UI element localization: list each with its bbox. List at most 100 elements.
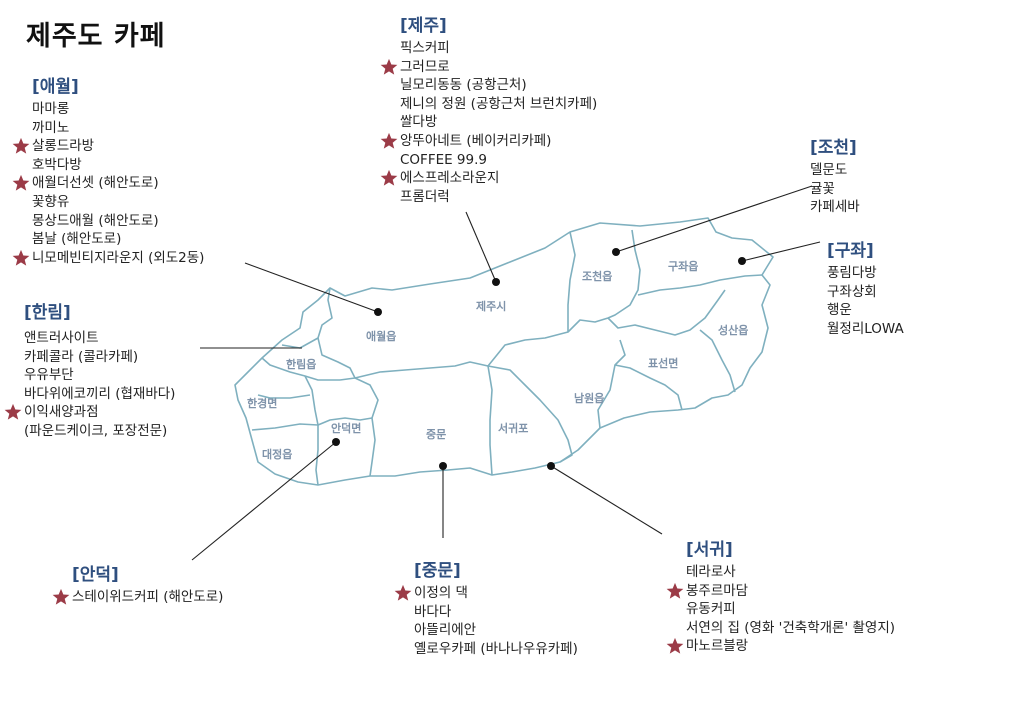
cafe-name: 쌀다방 [400, 114, 438, 131]
district-pyoseon: 표선면 [648, 356, 678, 370]
cafe-list-item: 에스프레소라운지 [380, 169, 597, 188]
region-title: [조천] [810, 138, 857, 158]
star-icon [666, 638, 684, 655]
cafe-list-item: 호박다방 [32, 156, 204, 175]
district-seongsan: 성산읍 [718, 323, 748, 337]
cafe-name: 이익새양과점 [24, 404, 99, 421]
region-title: [구좌] [827, 241, 874, 261]
cafe-list-item: 귤꽃 [810, 180, 860, 199]
district-seogwipo: 서귀포 [498, 421, 528, 435]
cafe-marker-jocheon [612, 248, 620, 256]
cafe-list-item: 유동커피 [686, 600, 895, 619]
leader-jeju [465, 211, 497, 283]
star-icon [4, 404, 22, 421]
cafe-list-item: 테라로사 [686, 563, 895, 582]
district-jocheon: 조천읍 [582, 269, 612, 283]
star-icon [12, 138, 30, 154]
cafe-list-item: 옐로우카페 (바나나우유카페) [414, 640, 578, 659]
star-icon [12, 175, 30, 192]
region-title: [중문] [414, 561, 461, 581]
cafe-list-item: 아뜰리에안 [414, 621, 578, 640]
cafe-marker-seogwi [547, 462, 555, 470]
cafe-marker-jeju [492, 278, 500, 286]
cafe-name: 봉주르마담 [686, 582, 749, 599]
cafe-list-item: 애월더선셋 (해안도로) [12, 174, 204, 193]
cafe-list-item: 풍림다방 [827, 264, 904, 283]
cafe-list-item: 스테이위드커피 (해안도로) [52, 588, 223, 607]
cafe-list-item: 델문도 [810, 161, 860, 180]
region-title: [서귀] [686, 540, 733, 560]
cafe-list-item: 까미노 [32, 119, 204, 138]
cafe-name: 마노르블랑 [686, 638, 749, 655]
cafe-list-item: 몽상드애월 (해안도로) [32, 212, 204, 231]
region-title: [안덕] [72, 565, 119, 585]
cafe-name: 아뜰리에안 [414, 622, 477, 639]
cafe-list-item: 제니의 정원 (공항근처 브런치카페) [400, 95, 597, 114]
cafe-name: COFFEE 99.9 [400, 151, 487, 168]
cafe-name: 행운 [827, 302, 852, 319]
cafe-list-item: 마마롱 [32, 100, 204, 119]
cafe-name: 카페세바 [810, 199, 860, 216]
cafe-name: 월정리LOWA [827, 320, 904, 337]
cafe-name: 앤트러사이트 [24, 330, 99, 346]
cafe-name: 애월더선셋 (해안도로) [32, 175, 159, 192]
leader-andeok [191, 441, 337, 561]
cafe-list-item: 이정의 댁 [394, 584, 578, 603]
cafe-name: 제니의 정원 (공항근처 브런치카페) [400, 95, 598, 112]
star-icon [380, 58, 398, 75]
leader-jocheon [615, 185, 813, 253]
cafe-list: 스테이위드커피 (해안도로) [52, 588, 223, 607]
cafe-name: 유동커피 [686, 601, 736, 618]
cafe-list-item: 앙뚜아네트 (베이커리카페) [380, 132, 597, 151]
district-jungmun: 중문 [426, 428, 446, 441]
cafe-list-item: 월정리LOWA [827, 320, 904, 339]
cafe-marker-gujwa [738, 257, 746, 265]
cafe-name: 바다위에코끼리 (협재바다) [24, 385, 176, 402]
cafe-name: 니모메빈티지라운지 (외도2동) [32, 249, 205, 266]
cafe-name: 닐모리동동 (공항근처) [400, 77, 527, 94]
district-jeju-si: 제주시 [476, 299, 506, 313]
cafe-list-item: 행운 [827, 301, 904, 320]
cafe-name: (파운드케이크, 포장전문) [24, 422, 168, 439]
leader-seogwi [550, 465, 663, 535]
leader-aewol [244, 262, 379, 313]
cafe-list-item: 바다다 [414, 603, 578, 622]
cafe-list-item: 봉주르마담 [666, 582, 895, 601]
cafe-list-item: 닐모리동동 (공항근처) [400, 76, 597, 95]
cafe-name: 카페콜라 (콜라카페) [24, 348, 139, 365]
cafe-list-item: 살롱드라방 [12, 137, 204, 156]
star-icon [394, 584, 412, 601]
cafe-list-item: 봄날 (해안도로) [32, 230, 204, 249]
cafe-list-item: 바다위에코끼리 (협재바다) [24, 385, 175, 404]
cafe-name: 서연의 집 (영화 '건축학개론' 촬영지) [686, 619, 896, 636]
district-hangyeong: 한경면 [247, 396, 277, 410]
cafe-name: 풍림다방 [827, 265, 877, 281]
cafe-marker-aewol [374, 308, 382, 316]
district-hallim: 한림읍 [286, 357, 316, 371]
cafe-name: 테라로사 [686, 564, 736, 580]
cafe-name: 옐로우카페 (바나나우유카페) [414, 640, 578, 657]
cafe-list-item: 마노르블랑 [666, 637, 895, 656]
island-outline [234, 217, 774, 486]
cafe-name: 앙뚜아네트 (베이커리카페) [400, 132, 552, 149]
district-daejeong: 대정읍 [262, 447, 292, 461]
star-icon [380, 132, 398, 149]
region-andeok: [안덕] 스테이위드커피 (해안도로) [52, 560, 223, 607]
cafe-marker-andeok [332, 438, 340, 446]
cafe-name: 꽃향유 [32, 193, 70, 210]
leader-gujwa [741, 241, 821, 262]
cafe-list-item: (파운드케이크, 포장전문) [24, 422, 175, 441]
cafe-name: 까미노 [32, 119, 70, 136]
page-title: 제주도 카페 [26, 21, 166, 52]
cafe-name: 구좌상회 [827, 283, 877, 300]
star-icon [52, 588, 70, 605]
